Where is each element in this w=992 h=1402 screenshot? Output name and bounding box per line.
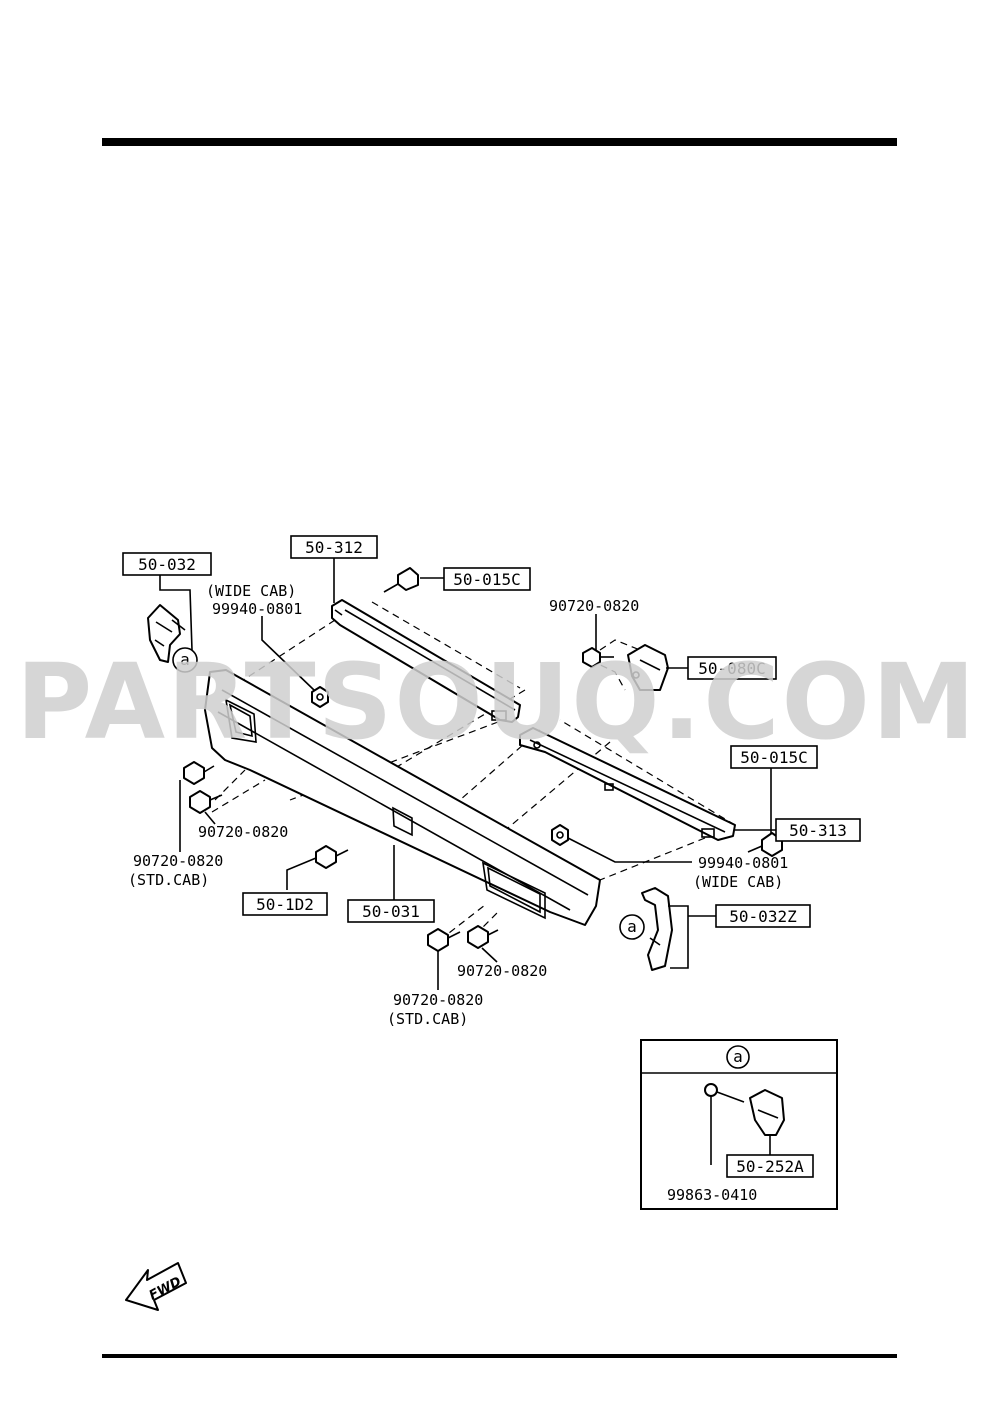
code-box-50-032z[interactable]: 50-032Z <box>715 904 811 928</box>
code-box-50-313[interactable]: 50-313 <box>775 818 861 842</box>
bottom-rule <box>102 1354 897 1358</box>
code-box-50-252a[interactable]: 50-252A <box>726 1154 814 1178</box>
bolt-90720-0820-left-lower <box>189 790 223 814</box>
fwd-arrow-icon: FWD <box>125 1262 187 1311</box>
note-wide-cab-right: (WIDE CAB) <box>693 873 783 891</box>
svg-text:a: a <box>733 1047 743 1066</box>
label-90720-0820-bottom-std[interactable]: 90720-0820 <box>393 991 483 1009</box>
nut-99940-0801-right <box>551 824 569 846</box>
svg-text:50-312: 50-312 <box>305 538 363 557</box>
detail-a-panel: a 50-252A 99863-0410 <box>640 1039 838 1210</box>
bolt-50-015c-top <box>383 567 419 593</box>
svg-text:50-313: 50-313 <box>789 821 847 840</box>
nut-99940-0801-left <box>311 686 329 708</box>
bolt-90720-0820-left-upper <box>183 761 215 785</box>
code-box-50-032[interactable]: 50-032 <box>122 552 212 576</box>
svg-text:50-1D2: 50-1D2 <box>256 895 314 914</box>
reinforcement-50-313 <box>519 727 736 841</box>
bolt-90720-0820-topright <box>582 647 614 668</box>
svg-text:50-031: 50-031 <box>362 902 420 921</box>
top-rule <box>102 138 897 146</box>
bumper-50-031 <box>204 669 601 926</box>
code-box-50-1d2[interactable]: 50-1D2 <box>242 892 328 916</box>
note-std-cab-bottom: (STD.CAB) <box>387 1010 468 1028</box>
label-99863-0410[interactable]: 99863-0410 <box>667 1186 757 1204</box>
svg-text:a: a <box>180 650 190 669</box>
bracket-50-080c <box>627 644 669 691</box>
code-box-50-312[interactable]: 50-312 <box>290 535 378 559</box>
callout-a-left: a <box>172 647 198 673</box>
code-box-50-015c-top[interactable]: 50-015C <box>443 567 531 591</box>
svg-text:50-252A: 50-252A <box>736 1157 804 1176</box>
leader-lines <box>159 556 776 990</box>
note-std-cab-left: (STD.CAB) <box>128 871 209 889</box>
code-box-50-080c[interactable]: 50-080C <box>687 656 777 680</box>
label-99940-0801-right[interactable]: 99940-0801 <box>698 854 788 872</box>
label-90720-0820-left-std[interactable]: 90720-0820 <box>133 852 223 870</box>
code-box-50-031[interactable]: 50-031 <box>347 899 435 923</box>
label-90720-0820-bottom[interactable]: 90720-0820 <box>457 962 547 980</box>
label-90720-0820-left[interactable]: 90720-0820 <box>198 823 288 841</box>
bolt-50-1d2 <box>315 845 349 869</box>
label-99940-0801-left[interactable]: 99940-0801 <box>212 600 302 618</box>
svg-text:50-080C: 50-080C <box>698 659 765 678</box>
svg-text:50-032: 50-032 <box>138 555 196 574</box>
clip-50-252a <box>749 1089 785 1155</box>
svg-text:50-015C: 50-015C <box>740 748 807 767</box>
bolt-90720-0820-bottom-right <box>467 925 499 949</box>
reinforcement-50-312 <box>331 599 521 723</box>
screw-99863-0410 <box>704 1083 745 1165</box>
callout-a-right: a <box>619 914 645 940</box>
note-wide-cab-left: (WIDE CAB) <box>206 582 296 600</box>
code-box-50-015c-right[interactable]: 50-015C <box>730 745 818 769</box>
end-cap-50-032z <box>641 887 673 971</box>
bolt-90720-0820-bottom-left <box>427 928 461 952</box>
watermark-logo: PARTSOUQ.COM <box>16 641 977 763</box>
label-90720-0820-topright[interactable]: 90720-0820 <box>549 597 639 615</box>
svg-text:50-032Z: 50-032Z <box>729 907 797 926</box>
svg-text:a: a <box>627 917 637 936</box>
svg-text:50-015C: 50-015C <box>453 570 520 589</box>
end-cap-50-032 <box>147 604 181 663</box>
